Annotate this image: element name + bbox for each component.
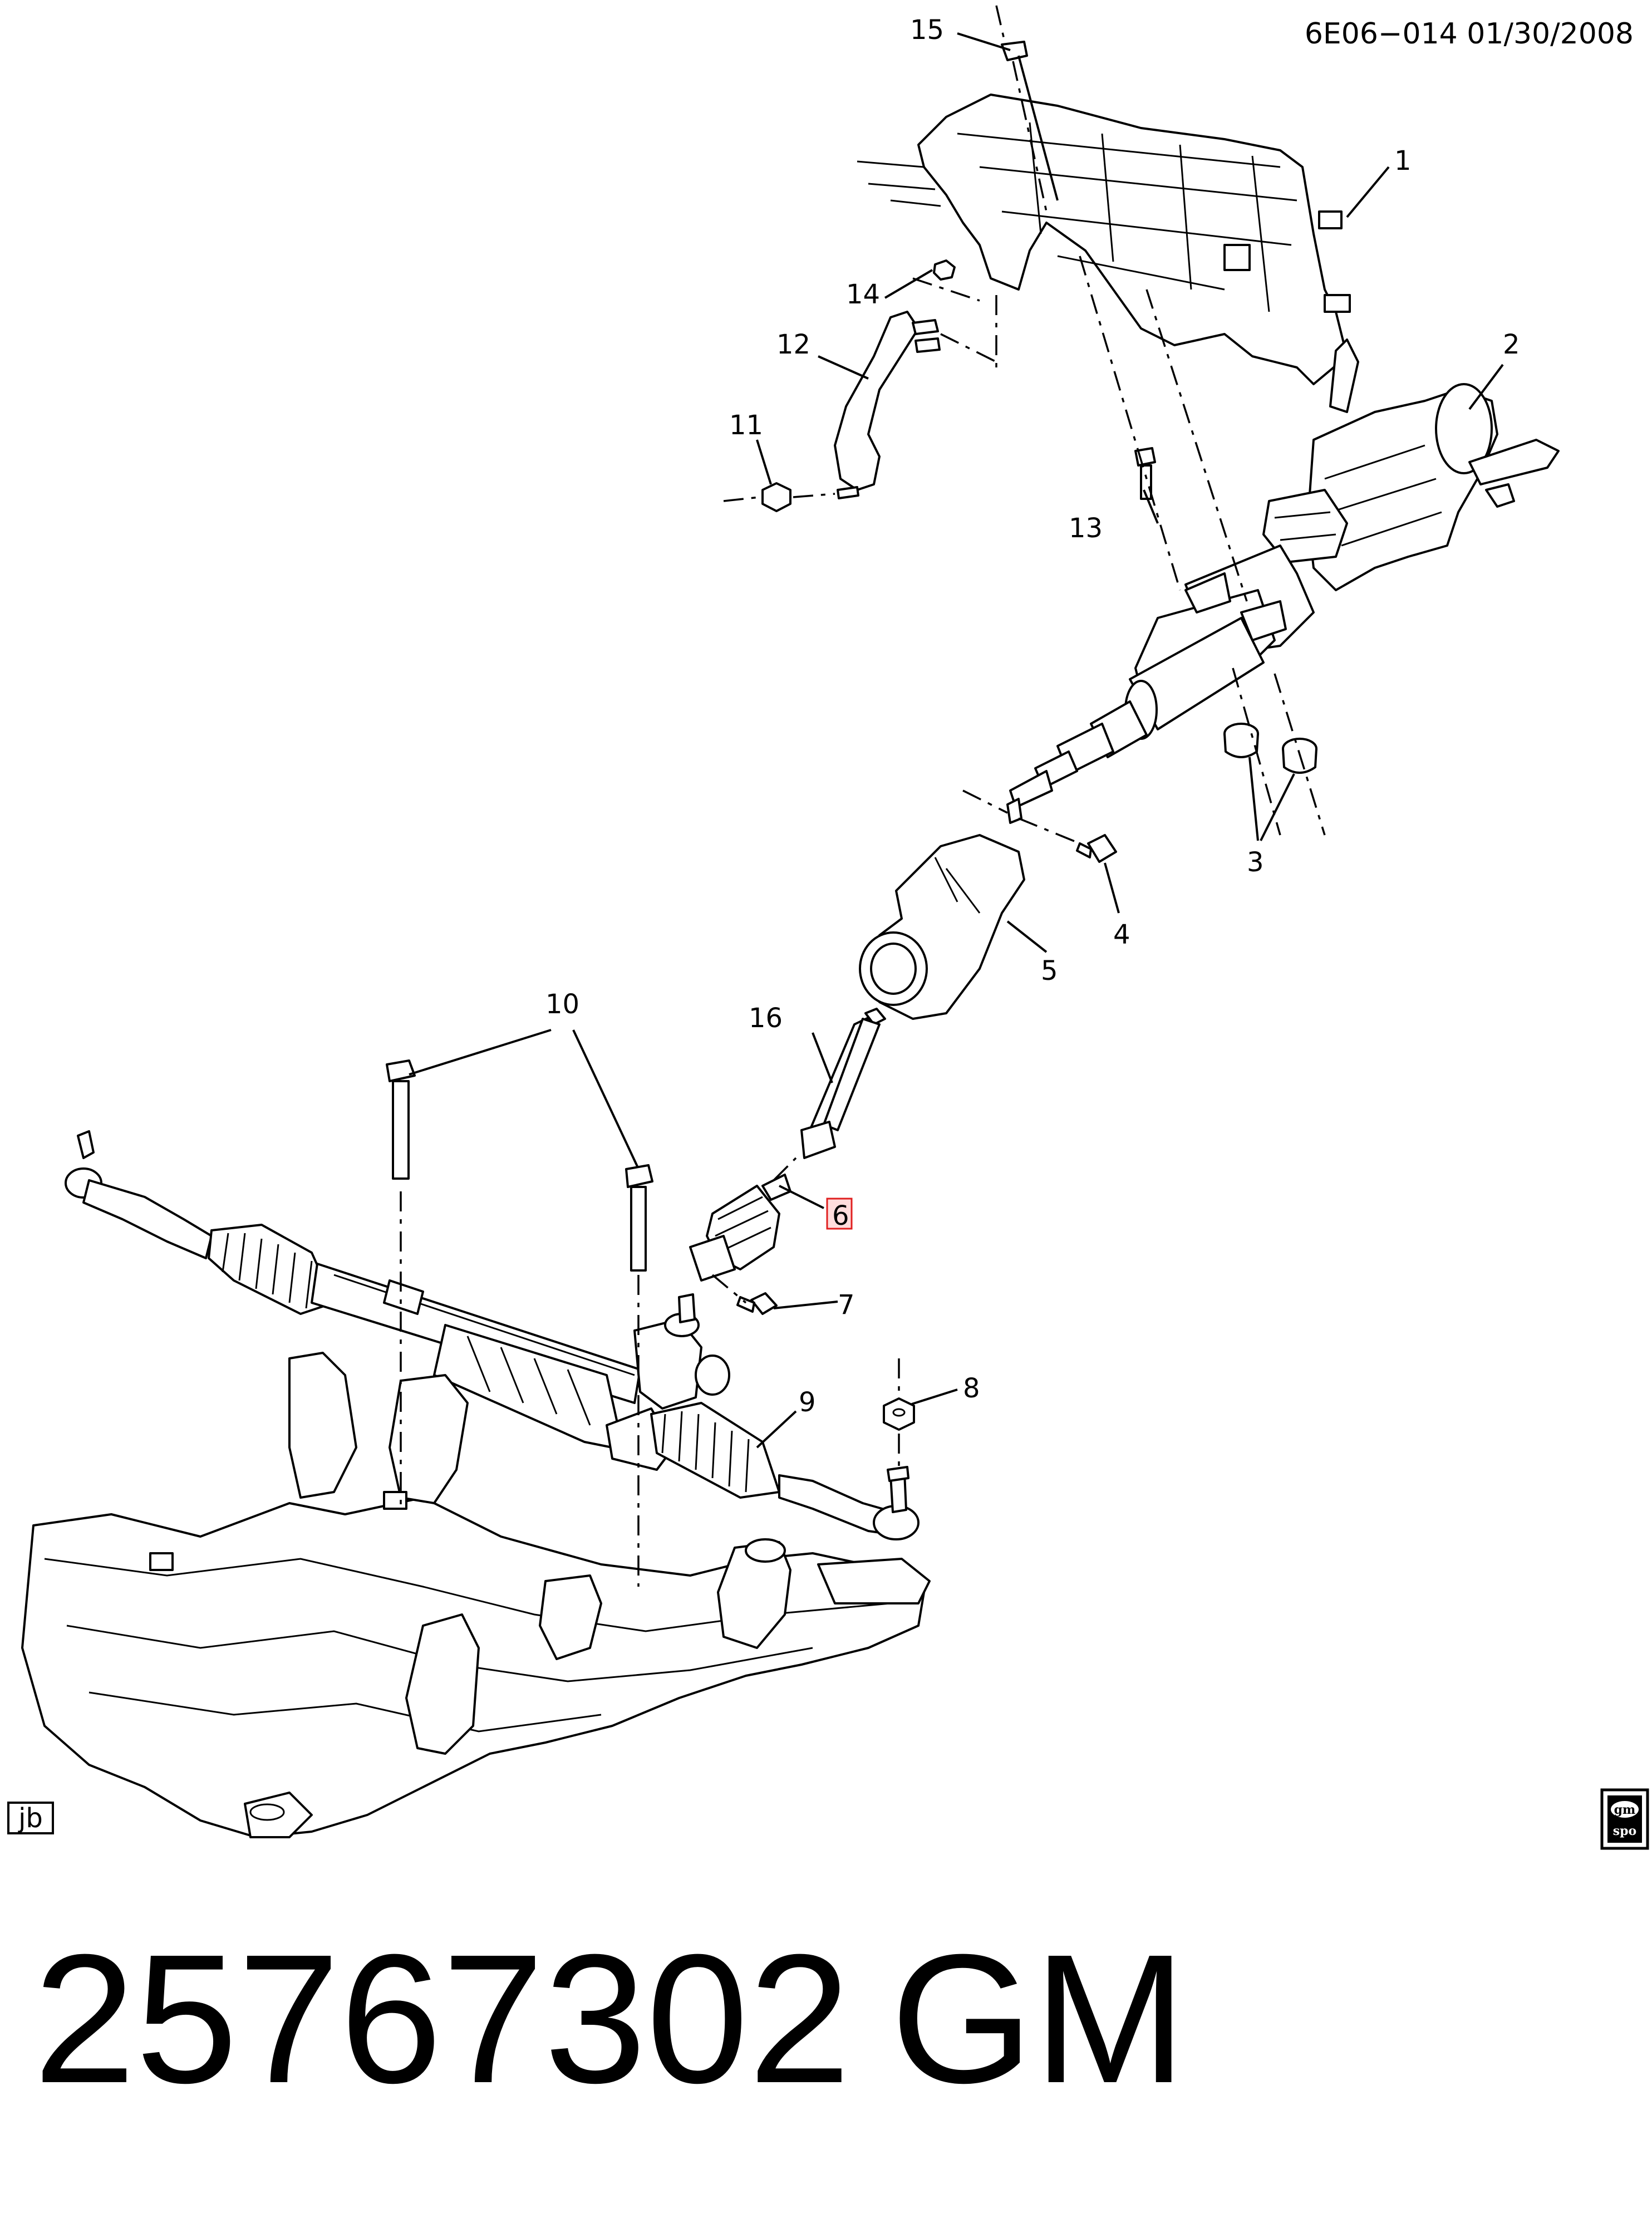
part-4-bolt <box>1076 834 1117 863</box>
diagram-ref-code: 6E06−014 01/30/2008 <box>1305 17 1634 51</box>
callout-11: 11 <box>729 410 763 441</box>
callout-16: 16 <box>749 1003 783 1034</box>
callout-1: 1 <box>1394 145 1412 176</box>
svg-text:spo: spo <box>1613 1824 1636 1838</box>
jb-badge: jb <box>7 1802 54 1834</box>
gm-spo-logo: gm spo <box>1600 1788 1649 1850</box>
front-subframe <box>21 1352 931 1838</box>
callout-10: 10 <box>545 989 579 1020</box>
part-3-grommets <box>1223 723 1317 774</box>
part-15-clip <box>1001 41 1028 61</box>
callout-12: 12 <box>776 329 810 360</box>
part-10-bolts <box>386 1059 653 1272</box>
part-6-universal-joint <box>689 1174 791 1282</box>
callout-5: 5 <box>1041 955 1058 987</box>
callout-14: 14 <box>846 279 880 310</box>
part-12-brace <box>834 311 941 491</box>
callout-numbers: 1 2 3 4 5 6 7 8 9 10 11 12 13 14 15 16 <box>545 14 1520 1418</box>
leader-lines <box>409 32 1504 1449</box>
part-11-nut <box>761 482 859 512</box>
part-7-bolt <box>736 1292 778 1315</box>
part-5-boot <box>859 834 1025 1020</box>
svg-text:gm: gm <box>1614 1803 1636 1817</box>
part-16-intermediate-shaft <box>800 1008 886 1159</box>
alignment-lines <box>400 5 1326 1587</box>
callout-3: 3 <box>1247 847 1264 878</box>
callout-8: 8 <box>963 1373 980 1404</box>
part-1-support-bracket <box>857 94 1351 385</box>
steering-column-shaft <box>1006 544 1315 824</box>
callout-6: 6 <box>832 1200 849 1231</box>
part-2-column-housing <box>1262 338 1560 591</box>
callout-13: 13 <box>1069 513 1103 544</box>
steering-gear-rack <box>65 1130 920 1540</box>
callout-4: 4 <box>1113 919 1130 950</box>
callout-2: 2 <box>1503 329 1520 360</box>
callout-6-highlight <box>826 1198 853 1230</box>
svg-text:jb: jb <box>18 1803 43 1834</box>
part-14-nut <box>933 259 956 281</box>
callout-9: 9 <box>799 1387 816 1418</box>
callout-7: 7 <box>838 1289 855 1321</box>
callout-15: 15 <box>910 14 944 46</box>
part-8-nut <box>883 1397 915 1431</box>
brand-name: GM <box>891 1916 1187 2121</box>
part-number: 25767302 <box>33 1916 850 2121</box>
